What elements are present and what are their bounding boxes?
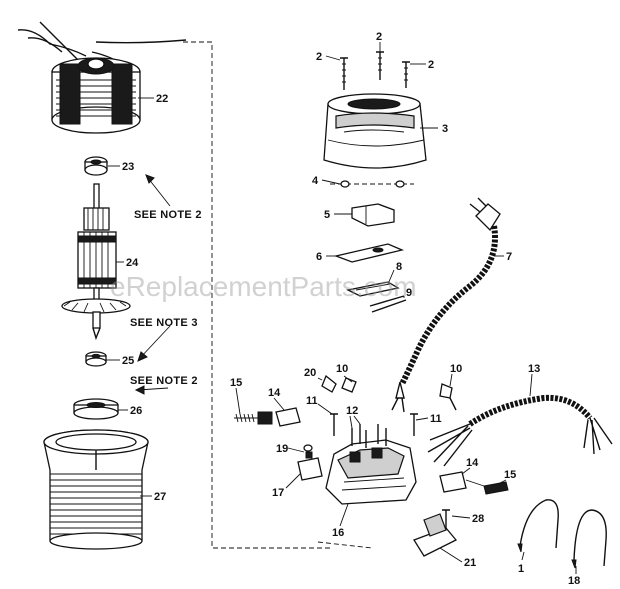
callout-15-left: 15	[230, 377, 242, 389]
callout-2-middle: 2	[376, 31, 382, 43]
motor-housing	[43, 429, 149, 550]
callout-10-right: 10	[450, 363, 462, 375]
bracket-5	[351, 203, 395, 227]
power-cord	[391, 197, 501, 413]
screws-11	[330, 413, 418, 436]
base-assembly	[325, 424, 417, 505]
callout-16: 16	[332, 527, 344, 539]
callout-22: 22	[156, 93, 168, 105]
callout-27: 27	[154, 491, 166, 503]
note-2-top: SEE NOTE 2	[134, 209, 202, 221]
callout-20: 20	[304, 367, 316, 379]
callout-10-left: 10	[336, 363, 348, 375]
callout-19: 19	[276, 443, 288, 455]
brush-right	[439, 471, 509, 495]
callout-23: 23	[122, 161, 134, 173]
brush-left	[234, 407, 301, 427]
callout-21: 21	[464, 557, 476, 569]
bearing-23	[84, 156, 108, 176]
assembly-guide-stub	[317, 541, 373, 549]
callout-26: 26	[130, 405, 142, 417]
note2-arrow-top	[147, 177, 171, 207]
note3-arrow	[139, 325, 171, 359]
callout-14-right: 14	[466, 457, 479, 469]
callout-17: 17	[272, 487, 284, 499]
callout-7: 7	[506, 251, 512, 263]
callout-28: 28	[472, 513, 484, 525]
callout-2-left: 2	[316, 51, 322, 63]
plate-6	[333, 243, 405, 263]
callout-14-left: 14	[268, 387, 281, 399]
callout-5: 5	[324, 209, 330, 221]
callout-24: 24	[126, 257, 139, 269]
assembly-guide-line	[183, 41, 330, 549]
foot-21	[413, 513, 458, 557]
field-coil	[17, 21, 187, 134]
wires-1-18	[517, 499, 607, 569]
terminals-10-20	[321, 374, 457, 411]
callout-1: 1	[518, 563, 524, 575]
bearing-25	[85, 351, 107, 367]
callout-13: 13	[528, 363, 540, 375]
top-cover	[323, 93, 427, 169]
callout-12: 12	[346, 405, 358, 417]
washer-26	[73, 398, 119, 420]
callout-11-right: 11	[430, 413, 442, 425]
leader-lines	[104, 42, 577, 574]
callout-4: 4	[312, 175, 319, 187]
callout-25: 25	[122, 355, 134, 367]
spring-9	[369, 295, 407, 313]
cable-13	[427, 394, 613, 467]
plate-8	[346, 281, 400, 297]
switch-17	[297, 444, 323, 481]
screw-28	[442, 509, 450, 528]
callout-15-right: 15	[504, 469, 516, 481]
callout-6: 6	[316, 251, 322, 263]
callout-8: 8	[396, 261, 402, 273]
screws-2	[340, 51, 410, 90]
note-3: SEE NOTE 3	[130, 317, 198, 329]
callout-11-left: 11	[306, 395, 318, 407]
callout-18: 18	[568, 575, 580, 587]
callout-9: 9	[406, 287, 412, 299]
callout-3: 3	[442, 123, 448, 135]
watermark: eReplacementParts.com	[110, 271, 417, 302]
washers-4	[330, 180, 414, 188]
note-2-bottom: SEE NOTE 2	[130, 375, 198, 387]
armature	[61, 183, 131, 341]
callout-2-right: 2	[428, 59, 434, 71]
